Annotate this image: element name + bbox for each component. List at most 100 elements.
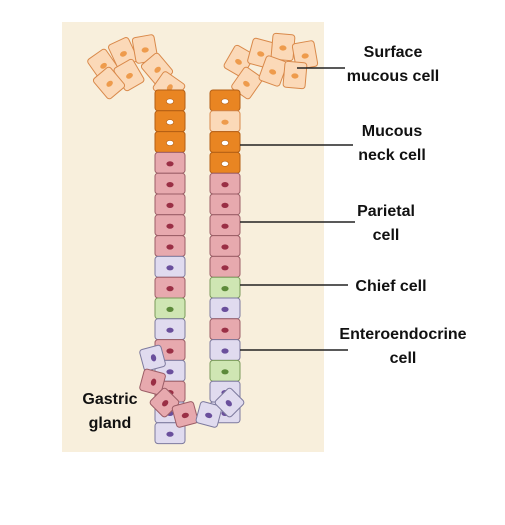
surface-mucous-cell bbox=[258, 55, 288, 87]
chief-cell bbox=[154, 297, 186, 320]
parietal-cell bbox=[154, 235, 186, 257]
nucleus bbox=[166, 244, 174, 250]
nucleus bbox=[221, 140, 229, 146]
nucleus bbox=[166, 369, 174, 375]
mucous-neck-cell bbox=[209, 151, 241, 174]
enteroendocrine-cell bbox=[195, 401, 223, 428]
parietal-cell bbox=[154, 172, 186, 195]
nucleus bbox=[100, 62, 107, 69]
nucleus bbox=[221, 202, 229, 208]
enteroendocrine-cell bbox=[209, 297, 241, 320]
nucleus bbox=[166, 161, 174, 167]
enteroendocrine-cell bbox=[154, 422, 186, 445]
nucleus bbox=[126, 72, 133, 79]
nucleus bbox=[150, 378, 157, 386]
parietal-cell bbox=[171, 401, 199, 428]
parietal-cell bbox=[209, 235, 241, 257]
nucleus bbox=[150, 354, 157, 362]
nucleus bbox=[221, 348, 229, 354]
nucleus bbox=[166, 84, 173, 91]
nucleus bbox=[166, 98, 174, 105]
parietal-cell bbox=[209, 255, 241, 278]
nucleus bbox=[221, 182, 229, 188]
parietal-cell bbox=[154, 193, 186, 216]
nucleus bbox=[221, 327, 229, 333]
nucleus bbox=[205, 412, 213, 419]
parietal-cell bbox=[154, 276, 186, 299]
label-surface-mucous-line1: Surface bbox=[364, 44, 423, 61]
label-enteroendocrine-line1: Enteroendocrine bbox=[339, 326, 466, 343]
nucleus bbox=[221, 306, 229, 312]
nucleus bbox=[162, 400, 169, 407]
nucleus bbox=[243, 80, 250, 87]
surface-mucous-cell bbox=[270, 32, 296, 62]
nucleus bbox=[166, 306, 174, 312]
label-mucous-neck-line2: neck cell bbox=[358, 147, 426, 164]
nucleus bbox=[301, 53, 309, 59]
nucleus bbox=[235, 58, 242, 65]
nucleus bbox=[225, 400, 232, 407]
label-chief: Chief cell bbox=[355, 278, 426, 295]
surface-mucous-cell bbox=[209, 110, 241, 133]
enteroendocrine-cell bbox=[209, 339, 241, 361]
surface-mucous-cell bbox=[131, 34, 159, 64]
label-enteroendocrine-line2: cell bbox=[390, 350, 417, 367]
nucleus bbox=[257, 51, 265, 57]
enteroendocrine-cell bbox=[214, 387, 245, 418]
mucous-neck-cell bbox=[154, 131, 186, 153]
surface-mucous-cell bbox=[282, 60, 308, 90]
nucleus bbox=[166, 327, 174, 333]
label-surface-mucous-line2: mucous cell bbox=[347, 68, 439, 85]
nucleus bbox=[221, 265, 229, 271]
enteroendocrine-cell bbox=[154, 318, 186, 341]
chief-cell bbox=[209, 276, 241, 299]
mucous-neck-cell bbox=[209, 131, 241, 153]
nucleus bbox=[166, 286, 174, 292]
nucleus bbox=[166, 182, 174, 188]
nucleus bbox=[166, 119, 174, 126]
nucleus bbox=[269, 69, 277, 75]
cell-labels: Surface mucous cell Mucous neck cell Par… bbox=[82, 44, 466, 432]
mucous-neck-cell bbox=[209, 89, 241, 112]
nucleus bbox=[166, 140, 174, 146]
parietal-cell bbox=[209, 214, 241, 237]
nucleus bbox=[119, 51, 127, 57]
nucleus bbox=[106, 80, 113, 87]
label-gastric-line1: Gastric bbox=[82, 391, 137, 408]
surface-mucous-cell bbox=[92, 66, 126, 100]
leader-lines bbox=[240, 67, 355, 351]
mucous-neck-cell bbox=[154, 110, 186, 133]
nucleus bbox=[221, 369, 229, 375]
label-parietal-line1: Parietal bbox=[357, 203, 415, 220]
nucleus bbox=[221, 160, 229, 167]
nucleus bbox=[221, 244, 229, 250]
nucleus bbox=[141, 47, 149, 53]
parietal-cell bbox=[139, 368, 166, 396]
label-mucous-neck-line1: Mucous bbox=[362, 123, 423, 140]
enteroendocrine-cell bbox=[139, 344, 166, 372]
chief-cell bbox=[209, 359, 241, 382]
parietal-cell bbox=[154, 214, 186, 237]
nucleus bbox=[221, 286, 229, 292]
nucleus bbox=[166, 202, 174, 208]
nucleus bbox=[181, 412, 189, 419]
nucleus bbox=[221, 223, 229, 229]
parietal-cell bbox=[209, 318, 241, 341]
nucleus bbox=[291, 73, 299, 79]
parietal-cell bbox=[154, 151, 186, 174]
parietal-cell bbox=[209, 193, 241, 216]
parietal-cell bbox=[149, 387, 180, 418]
nucleus bbox=[166, 223, 174, 229]
nucleus bbox=[166, 431, 174, 437]
nucleus bbox=[166, 348, 174, 354]
gland-cells bbox=[139, 89, 245, 445]
parietal-cell bbox=[209, 172, 241, 195]
nucleus bbox=[221, 98, 229, 105]
label-gastric-line2: gland bbox=[89, 415, 132, 432]
mucous-neck-cell bbox=[154, 89, 186, 112]
nucleus bbox=[154, 66, 161, 73]
nucleus bbox=[166, 265, 174, 271]
nucleus bbox=[279, 45, 287, 51]
